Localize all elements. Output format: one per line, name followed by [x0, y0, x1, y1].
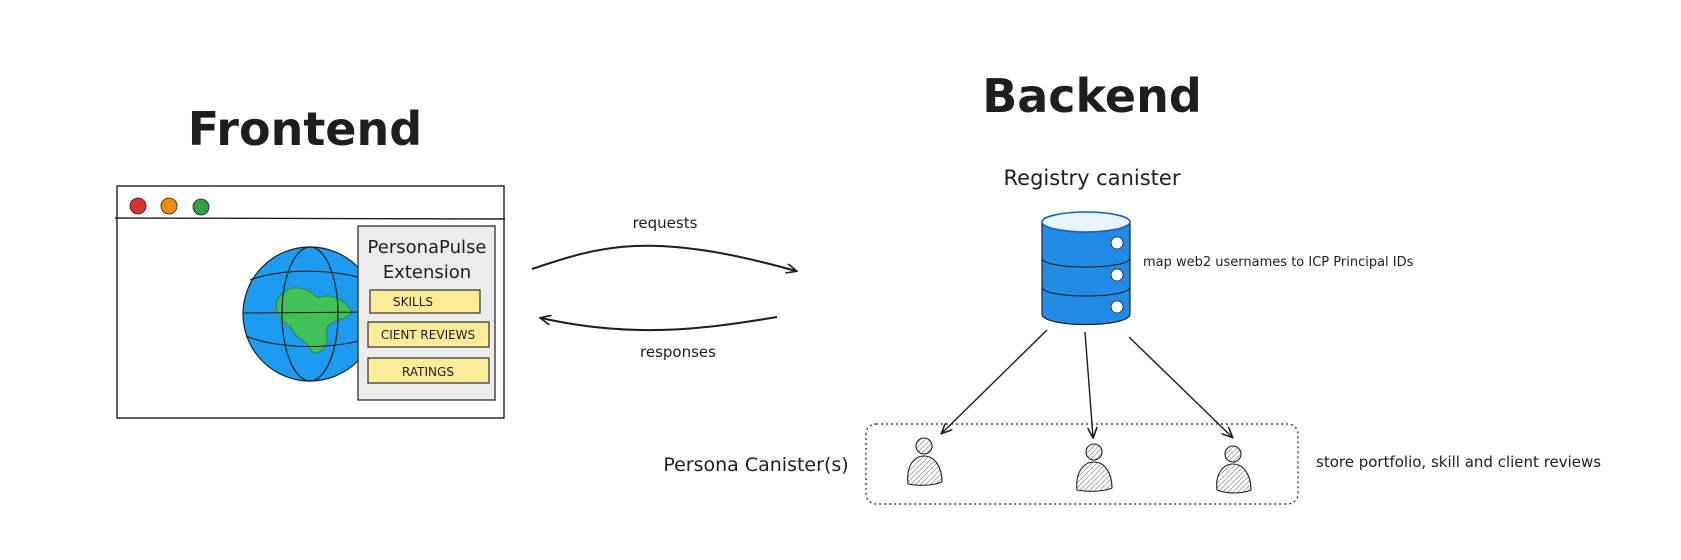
window-maximize-dot — [192, 198, 210, 216]
skills-button[interactable]: SKILLS — [369, 289, 481, 314]
client-reviews-button-label: CIENT REVIEWS — [381, 328, 475, 342]
client-reviews-button[interactable]: CIENT REVIEWS — [367, 321, 490, 348]
persona2-user-icon — [1076, 443, 1113, 492]
extension-panel: PersonaPulse Extension SKILLS CIENT REVI… — [357, 225, 496, 401]
backend-title: Backend — [982, 69, 1202, 123]
requests-arrow — [531, 244, 796, 271]
ratings-button-label: RATINGS — [402, 365, 454, 379]
skills-button-label: SKILLS — [393, 295, 433, 309]
ratings-button[interactable]: RATINGS — [367, 357, 490, 384]
registry-to-persona3-arrow — [1128, 336, 1232, 437]
persona1-user-icon — [907, 437, 943, 486]
persona3-user-icon — [1216, 445, 1252, 494]
browser-window: PersonaPulse Extension SKILLS CIENT REVI… — [114, 185, 506, 419]
persona-canisters-label: Persona Canister(s) — [663, 454, 848, 476]
persona-note: store portfolio, skill and client review… — [1316, 453, 1601, 471]
registry-to-persona1-arrow — [942, 329, 1048, 433]
window-minimize-dot — [160, 197, 178, 215]
frontend-title: Frontend — [188, 102, 422, 156]
responses-arrow — [541, 317, 778, 332]
database-icon — [1041, 211, 1131, 326]
window-close-dot — [129, 197, 147, 215]
globe-icon — [242, 246, 378, 382]
requests-label: requests — [633, 214, 698, 232]
extension-name-line1: PersonaPulse — [368, 237, 487, 258]
extension-name-line2: Extension — [383, 262, 471, 283]
persona-canisters-group — [865, 423, 1299, 505]
registry-to-persona2-arrow — [1084, 331, 1093, 437]
responses-label: responses — [640, 343, 716, 361]
registry-note: map web2 usernames to ICP Principal IDs — [1143, 255, 1414, 270]
registry-canister-label: Registry canister — [1004, 166, 1181, 190]
